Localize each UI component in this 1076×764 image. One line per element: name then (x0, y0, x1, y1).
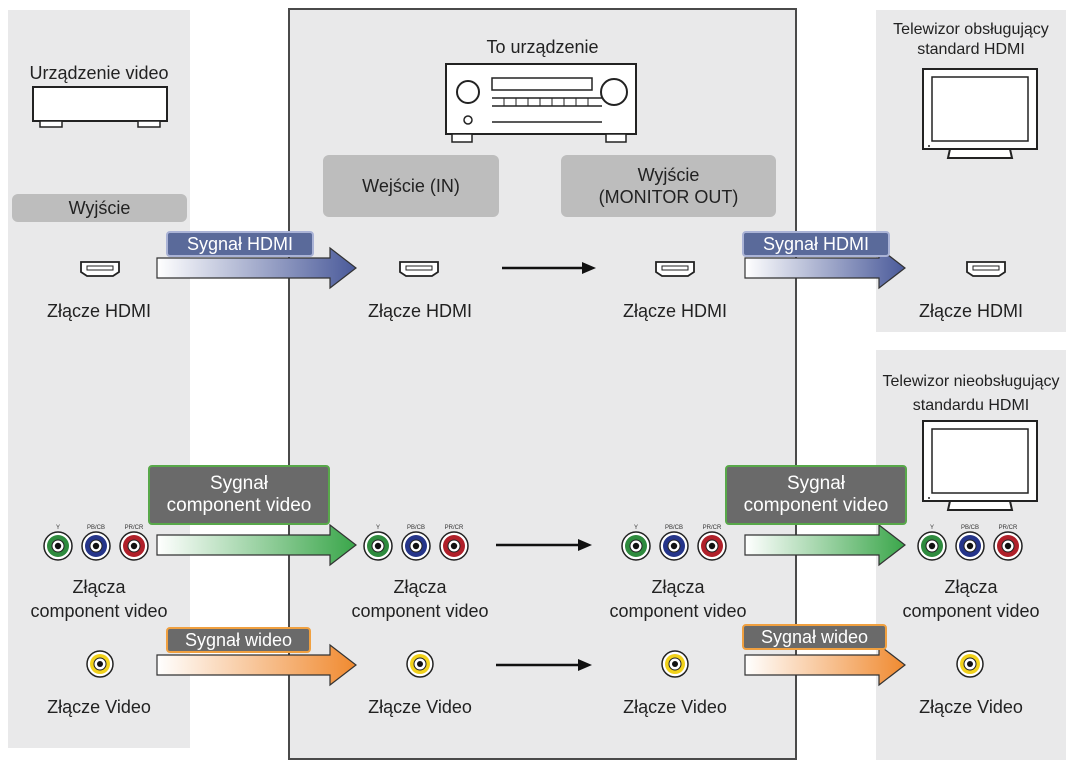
component-arrow-right (744, 523, 906, 567)
source-hdmi-label: Złącze HDMI (46, 301, 151, 321)
center-component-out-label-2: component video (609, 601, 747, 621)
center-input-tag: Wejście (IN) (323, 155, 499, 217)
component-jack-icon: PR/CR (119, 525, 149, 561)
component-jack-icon: PB/CB (659, 525, 689, 561)
center-hdmi-in-label: Złącze HDMI (367, 301, 472, 321)
video-signal-tag-right: Sygnał wideo (742, 624, 887, 650)
component-jack-icon: PR/CR (697, 525, 727, 561)
component-jacks-center-in: Y PB/CB PR/CR (363, 525, 469, 561)
component-jack-icon: PB/CB (401, 525, 431, 561)
hdmi-signal-tag-right: Sygnał HDMI (742, 231, 890, 257)
video-jack-icon (86, 650, 114, 678)
source-panel (8, 10, 190, 748)
video-jack-icon (956, 650, 984, 678)
source-component-label-1: Złącza (72, 577, 126, 597)
center-output-tag-line1: Wyjście (637, 165, 700, 185)
tv-hdmi-label: Złącze HDMI (918, 301, 1023, 321)
av-receiver-icon (445, 63, 637, 143)
tv-component-label-1: Złącza (944, 577, 998, 597)
component-signal-tag-left: Sygnał component video (148, 465, 330, 525)
hdmi-connector-icon (966, 261, 1006, 277)
component-jack-label: PB/CB (961, 525, 979, 531)
center-video-out-label: Złącze Video (623, 697, 727, 717)
component-jack-icon: Y (363, 525, 393, 561)
tv-nonhdmi-icon (922, 420, 1038, 511)
component-jack-icon: PB/CB (81, 525, 111, 561)
center-component-out-label-1: Złącza (651, 577, 705, 597)
center-component-in-label-1: Złącza (393, 577, 447, 597)
component-signal-line1: Sygnał (786, 473, 846, 494)
source-video-label: Złącze Video (47, 697, 151, 717)
source-component-label-2: component video (30, 601, 168, 621)
source-output-tag: Wyjście (12, 194, 187, 222)
video-jack-icon (406, 650, 434, 678)
center-title: To urządzenie (486, 37, 599, 57)
component-jack-label: PR/CR (703, 525, 722, 531)
video-arrow-right (744, 643, 906, 687)
component-jack-icon: Y (621, 525, 651, 561)
component-jack-label: PR/CR (999, 525, 1018, 531)
component-jack-label: Y (56, 525, 60, 531)
tv-hdmi-title-2: standard HDMI (917, 41, 1025, 58)
tv-component-label-2: component video (902, 601, 1040, 621)
component-signal-line2: component video (166, 495, 312, 516)
component-jack-label: Y (376, 525, 380, 531)
component-jacks-tv: Y PB/CB PR/CR (917, 525, 1023, 561)
component-signal-line1: Sygnał (209, 473, 269, 494)
component-jacks-source: Y PB/CB PR/CR (43, 525, 149, 561)
tv-nonhdmi-title-1: Telewizor nieobsługujący (882, 373, 1060, 390)
component-jack-icon: Y (43, 525, 73, 561)
component-jack-label: PB/CB (407, 525, 425, 531)
video-arrow-left (156, 643, 357, 687)
component-jack-label: Y (930, 525, 934, 531)
tv-hdmi-title-1: Telewizor obsługujący (893, 21, 1049, 38)
source-title: Urządzenie video (29, 63, 169, 83)
tv-hdmi-icon (922, 68, 1038, 159)
center-output-tag: Wyjście (MONITOR OUT) (561, 155, 776, 217)
hdmi-connector-icon (399, 261, 439, 277)
hdmi-connector-icon (80, 261, 120, 277)
component-jacks-center-out: Y PB/CB PR/CR (621, 525, 727, 561)
component-jack-icon: Y (917, 525, 947, 561)
hdmi-connector-icon (655, 261, 695, 277)
component-jack-icon: PR/CR (993, 525, 1023, 561)
component-jack-label: PR/CR (125, 525, 144, 531)
tv-nonhdmi-title-2: standardu HDMI (912, 397, 1030, 414)
tv-hdmi-panel (876, 10, 1066, 332)
video-device-icon (32, 86, 168, 128)
video-jack-icon (661, 650, 689, 678)
component-jack-label: Y (634, 525, 638, 531)
component-signal-tag-right: Sygnał component video (725, 465, 907, 525)
center-hdmi-out-label: Złącze HDMI (622, 301, 727, 321)
video-signal-tag-left: Sygnał wideo (166, 627, 311, 653)
component-signal-line2: component video (743, 495, 889, 516)
tv-video-label: Złącze Video (919, 697, 1023, 717)
hdmi-arrow-left (156, 246, 357, 290)
component-jack-label: PR/CR (445, 525, 464, 531)
center-component-in-label-2: component video (351, 601, 489, 621)
video-pass-arrow (496, 659, 592, 671)
hdmi-signal-tag-left: Sygnał HDMI (166, 231, 314, 257)
component-arrow-left (156, 523, 357, 567)
component-jack-icon: PR/CR (439, 525, 469, 561)
center-video-in-label: Złącze Video (368, 697, 472, 717)
component-jack-label: PB/CB (665, 525, 683, 531)
component-jack-label: PB/CB (87, 525, 105, 531)
component-pass-arrow (496, 539, 592, 551)
component-jack-icon: PB/CB (955, 525, 985, 561)
hdmi-pass-arrow (502, 262, 596, 274)
center-output-tag-line2: (MONITOR OUT) (598, 187, 739, 207)
